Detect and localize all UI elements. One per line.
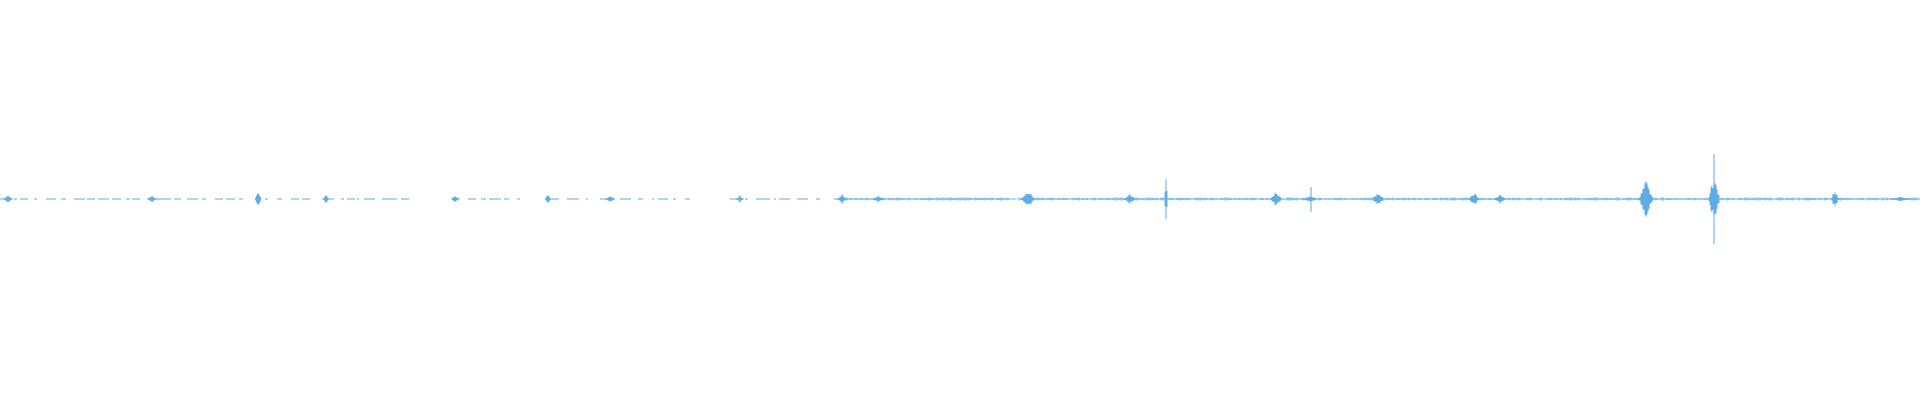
waveform-burst	[1708, 183, 1720, 215]
waveform-burst	[872, 195, 884, 203]
waveform-burst	[1639, 181, 1653, 217]
waveform-baseline	[0, 197, 1920, 201]
waveform-burst	[1270, 192, 1282, 206]
waveform-burst	[1372, 194, 1384, 204]
waveform-trace	[0, 154, 1920, 244]
waveform-burst	[1469, 193, 1479, 205]
waveform-burst	[3, 195, 13, 203]
waveform-burst	[255, 193, 261, 205]
waveform-burst	[837, 194, 847, 204]
waveform-burst	[451, 196, 459, 202]
waveform-burst	[736, 195, 744, 203]
waveform-burst	[1494, 194, 1506, 204]
waveform-burst	[605, 196, 615, 202]
waveform-burst	[1831, 192, 1839, 206]
waveform-burst	[147, 195, 157, 203]
waveform-burst	[545, 195, 551, 203]
waveform-burst	[1124, 194, 1136, 204]
waveform-burst	[1303, 196, 1317, 202]
waveform-burst	[1021, 193, 1035, 205]
waveform-burst	[323, 195, 329, 203]
waveform-burst	[1891, 196, 1909, 202]
